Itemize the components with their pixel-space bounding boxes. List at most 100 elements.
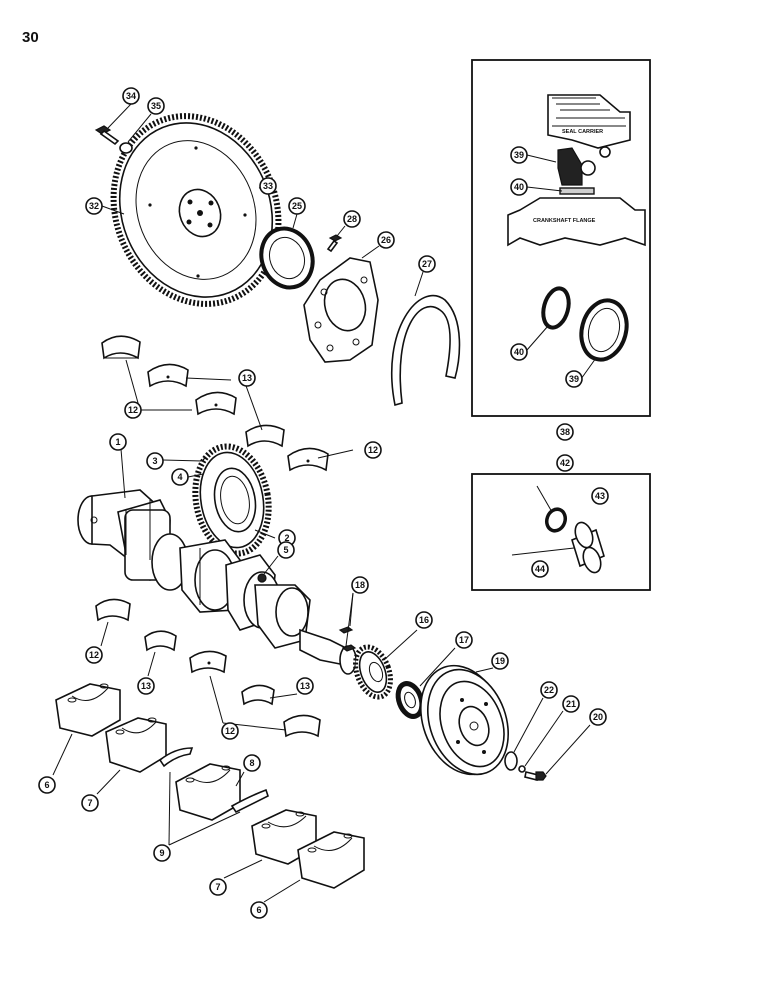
svg-text:2: 2 <box>284 533 289 543</box>
front-crankshaft-gear <box>353 644 393 700</box>
seal-carrier-plate <box>303 257 379 363</box>
svg-text:12: 12 <box>128 405 138 415</box>
pulley-washer <box>504 751 518 771</box>
main-bearing-cap-rear <box>297 831 365 889</box>
main-bearing-lower-1 <box>95 598 131 622</box>
callout-6-left: 6 <box>38 776 56 794</box>
main-bearing-lower-3 <box>283 714 321 738</box>
center-main-bearing-cap <box>175 763 241 821</box>
crankshaft <box>77 489 357 675</box>
callout-12-lower: 12 <box>221 722 239 740</box>
svg-text:28: 28 <box>347 214 357 224</box>
svg-text:32: 32 <box>89 201 99 211</box>
svg-text:39: 39 <box>514 150 524 160</box>
svg-text:44: 44 <box>535 564 545 574</box>
callout-7-left: 7 <box>81 794 99 812</box>
svg-text:8: 8 <box>249 758 254 768</box>
svg-text:21: 21 <box>566 699 576 709</box>
svg-text:13: 13 <box>300 681 310 691</box>
callout-19: 19 <box>491 652 509 670</box>
conrod-bearing-upper-2 <box>245 424 285 448</box>
lip-seal <box>579 298 629 362</box>
callout-32: 32 <box>85 197 103 215</box>
thrust-washer-lower <box>230 788 269 814</box>
svg-text:19: 19 <box>495 656 505 666</box>
svg-text:22: 22 <box>544 685 554 695</box>
wear-sleeve-section <box>559 187 595 195</box>
crankshaft-gear <box>192 443 272 557</box>
callout-6-right: 6 <box>250 901 268 919</box>
callout-13-top: 13 <box>238 369 256 387</box>
svg-text:4: 4 <box>177 472 182 482</box>
svg-text:42: 42 <box>560 458 570 468</box>
svg-text:12: 12 <box>89 650 99 660</box>
svg-text:7: 7 <box>87 798 92 808</box>
seal-carrier-section: SEAL CARRIER <box>547 94 631 149</box>
svg-text:12: 12 <box>225 726 235 736</box>
svg-text:12: 12 <box>368 445 378 455</box>
seal-carrier-label: SEAL CARRIER <box>562 129 603 135</box>
front-seal-kit-inset <box>471 473 651 591</box>
callout-13-lower-left: 13 <box>137 677 155 695</box>
svg-text:3: 3 <box>152 456 157 466</box>
callout-44: 44 <box>531 560 549 578</box>
callout-17: 17 <box>455 631 473 649</box>
pulley-lock-washer <box>518 765 526 773</box>
lip-seal-section <box>557 146 611 186</box>
svg-text:6: 6 <box>256 905 261 915</box>
callout-33: 33 <box>259 177 277 195</box>
svg-text:39: 39 <box>569 374 579 384</box>
main-bearing-cap-front <box>55 683 121 737</box>
conrod-bearing-lower-2 <box>241 684 275 706</box>
svg-text:13: 13 <box>141 681 151 691</box>
callout-39-inset-bottom: 39 <box>565 370 583 388</box>
callout-27: 27 <box>418 255 436 273</box>
callout-5: 5 <box>277 541 295 559</box>
callout-20: 20 <box>589 708 607 726</box>
main-bearing-upper-2 <box>195 391 237 416</box>
callout-7-right: 7 <box>209 878 227 896</box>
callout-42: 42 <box>556 454 574 472</box>
callout-38: 38 <box>556 423 574 441</box>
main-bearing-cap-1 <box>105 717 167 773</box>
crankshaft-flange-section: CRANKSHAFT FLANGE <box>507 197 646 247</box>
svg-text:43: 43 <box>595 491 605 501</box>
front-wear-sleeve <box>571 521 605 574</box>
svg-text:27: 27 <box>422 259 432 269</box>
crankshaft-pulley <box>420 664 510 776</box>
svg-text:1: 1 <box>115 437 120 447</box>
thrust-washer-upper <box>158 747 194 768</box>
wear-sleeve <box>541 286 571 330</box>
svg-text:26: 26 <box>381 235 391 245</box>
front-wear-sleeve-ring <box>544 507 568 533</box>
callout-34: 34 <box>122 87 140 105</box>
callout-1: 1 <box>109 433 127 451</box>
svg-text:16: 16 <box>419 615 429 625</box>
svg-text:34: 34 <box>126 91 136 101</box>
rear-crankshaft-seal <box>259 226 315 290</box>
callout-9: 9 <box>153 844 171 862</box>
callout-13-lower-right: 13 <box>296 677 314 695</box>
callout-26: 26 <box>377 231 395 249</box>
front-seal <box>395 681 425 719</box>
callout-40-inset-top: 40 <box>510 178 528 196</box>
conrod-bearing-lower-1 <box>144 630 177 652</box>
main-bearing-upper-3 <box>287 447 329 472</box>
callout-3: 3 <box>146 452 164 470</box>
svg-text:13: 13 <box>242 373 252 383</box>
svg-text:25: 25 <box>292 201 302 211</box>
callout-39-inset-top: 39 <box>510 146 528 164</box>
gear-retaining-nut <box>257 573 267 583</box>
woodruff-key-2 <box>341 644 357 652</box>
callout-25: 25 <box>288 197 306 215</box>
svg-text:18: 18 <box>355 580 365 590</box>
callout-8: 8 <box>243 754 261 772</box>
svg-text:38: 38 <box>560 427 570 437</box>
callout-12-lower-left: 12 <box>85 646 103 664</box>
svg-text:35: 35 <box>151 101 161 111</box>
svg-text:33: 33 <box>263 181 273 191</box>
svg-text:7: 7 <box>215 882 220 892</box>
pulley-bolt <box>524 771 547 781</box>
seal-carrier-bolt <box>326 234 343 253</box>
